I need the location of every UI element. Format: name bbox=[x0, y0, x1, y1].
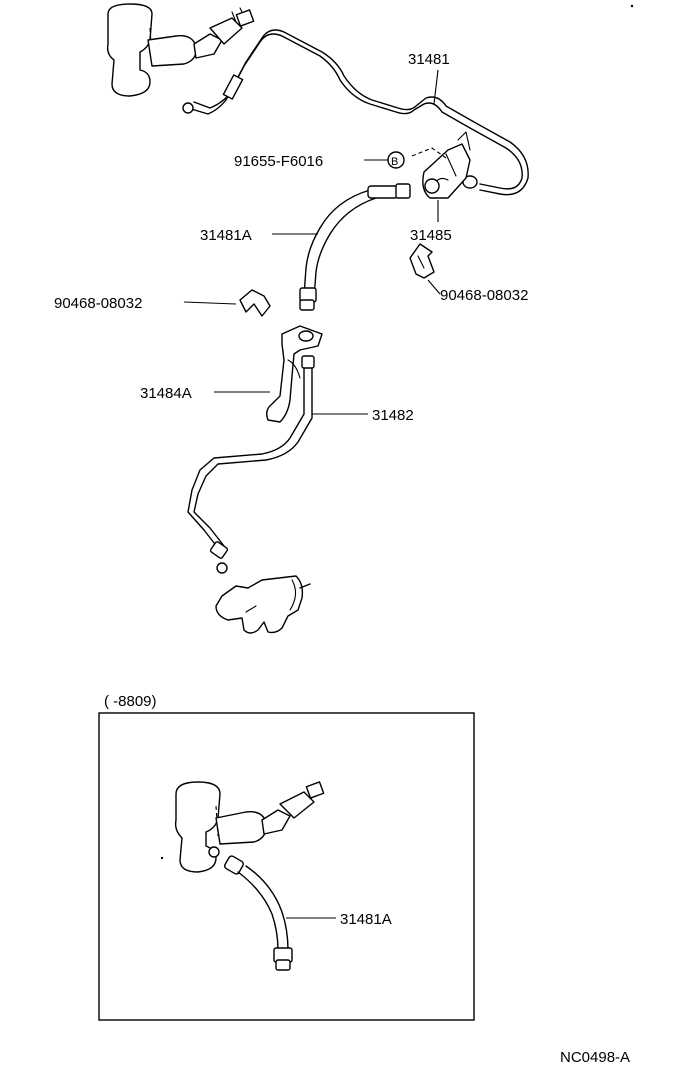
label-clip-left: 90468-08032 bbox=[54, 295, 142, 312]
inset-hose-31481a bbox=[223, 855, 293, 971]
clip-90468-right bbox=[409, 243, 435, 279]
bracket-31485 bbox=[411, 131, 471, 199]
inset-frame bbox=[98, 712, 475, 1021]
label-hose-31481a: 31481A bbox=[200, 227, 252, 244]
bolt-marker-b-label: B bbox=[391, 156, 398, 168]
clip-90468-left bbox=[239, 289, 271, 317]
clutch-master-cylinder bbox=[106, 3, 255, 97]
stray-mark-top bbox=[630, 4, 634, 8]
inset-master-cylinder bbox=[174, 781, 325, 873]
label-bracket-31484a: 31484A bbox=[140, 385, 192, 402]
stray-mark-inset bbox=[160, 856, 164, 860]
label-inset-hose-31481a: 31481A bbox=[340, 911, 392, 928]
label-bracket-31485: 31485 bbox=[410, 227, 452, 244]
label-line-31482: 31482 bbox=[372, 407, 414, 424]
clutch-line-31482 bbox=[187, 355, 315, 574]
clutch-release-cylinder bbox=[215, 575, 311, 634]
clutch-hose-31481a bbox=[299, 183, 411, 311]
diagram-code: NC0498-A bbox=[560, 1049, 630, 1066]
label-line-31481: 31481 bbox=[408, 51, 450, 68]
bracket-31484a bbox=[265, 325, 323, 423]
label-inset-range: ( -8809) bbox=[104, 693, 157, 710]
label-bolt-91655: 91655-F6016 bbox=[234, 153, 323, 170]
bolt-marker-b bbox=[387, 151, 405, 169]
label-clip-right: 90468-08032 bbox=[440, 287, 528, 304]
